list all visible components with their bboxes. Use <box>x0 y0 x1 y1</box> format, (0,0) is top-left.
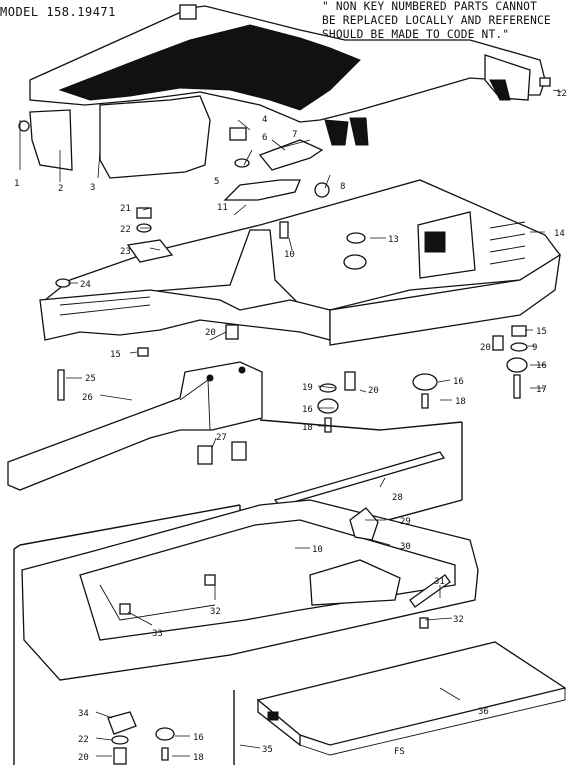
callout-8: 8 <box>340 182 345 192</box>
callout-2: 2 <box>58 184 63 194</box>
callout-15b: 15 <box>110 350 121 360</box>
case-lid <box>256 641 567 756</box>
footer-code: FS <box>394 747 405 757</box>
callout-13: 13 <box>388 235 399 245</box>
callout-18a: 18 <box>455 397 466 407</box>
callout-20b: 20 <box>205 328 216 338</box>
callout-25: 25 <box>85 374 96 384</box>
callout-31: 31 <box>434 577 445 587</box>
callout-18b: 18 <box>302 423 313 433</box>
callout-26: 26 <box>82 393 93 403</box>
callout-7: 7 <box>292 130 297 140</box>
callout-28: 28 <box>392 493 403 503</box>
callout-22b: 22 <box>78 735 89 745</box>
foot-hardware-lower <box>107 711 175 765</box>
parts-note: " NON KEY NUMBERED PARTS CANNOT BE REPLA… <box>322 0 576 42</box>
callout-30: 30 <box>400 542 411 552</box>
callout-17: 17 <box>536 385 547 395</box>
callout-12: 12 <box>556 89 567 99</box>
callout-numbers: 1 2 3 4 5 6 7 8 9 10 11 12 13 14 15 15 1… <box>14 89 567 763</box>
callout-32a: 32 <box>453 615 464 625</box>
machine-head <box>18 4 546 179</box>
callout-21: 21 <box>120 204 131 214</box>
small-hardware-upper <box>55 77 551 357</box>
note-line-1: " NON KEY NUMBERED PARTS CANNOT <box>322 0 537 13</box>
callout-14: 14 <box>554 229 565 239</box>
callout-4: 4 <box>262 115 267 125</box>
callout-16b: 16 <box>453 377 464 387</box>
callout-16c: 16 <box>302 405 313 415</box>
callout-5: 5 <box>214 177 219 187</box>
callout-6: 6 <box>262 133 267 143</box>
note-line-3: SHOULD BE MADE TO CODE NT." <box>322 28 510 41</box>
callout-1: 1 <box>14 179 19 189</box>
leader-lines <box>19 89 563 757</box>
arm-bracket <box>7 361 263 491</box>
callout-11: 11 <box>217 203 228 213</box>
base-casting <box>39 179 561 346</box>
callout-34: 34 <box>78 709 89 719</box>
model-label: MODEL 158.19471 <box>0 5 116 19</box>
callout-32b: 32 <box>210 607 221 617</box>
callout-20a: 20 <box>480 343 491 353</box>
callout-27: 27 <box>216 433 227 443</box>
callout-10b: 10 <box>312 545 323 555</box>
callout-36: 36 <box>478 707 489 717</box>
callout-35: 35 <box>262 745 273 755</box>
carrying-case-base <box>21 499 479 681</box>
callout-22a: 22 <box>120 225 131 235</box>
callout-16d: 16 <box>193 733 204 743</box>
callout-29: 29 <box>400 517 411 527</box>
callout-33: 33 <box>152 629 163 639</box>
hinge-rod <box>273 451 446 507</box>
callout-3: 3 <box>90 183 95 193</box>
callout-20d: 20 <box>78 753 89 763</box>
callout-20c: 20 <box>368 386 379 396</box>
callout-16a: 16 <box>536 361 547 371</box>
callout-24: 24 <box>80 280 91 290</box>
callout-15a: 15 <box>536 327 547 337</box>
callout-23: 23 <box>120 247 131 257</box>
feet-hardware-right <box>57 324 528 433</box>
callout-10a: 10 <box>284 250 295 260</box>
callout-18c: 18 <box>193 753 204 763</box>
note-line-2: BE REPLACED LOCALLY AND REFERENCE <box>322 14 551 27</box>
callout-19: 19 <box>302 383 313 393</box>
callout-9: 9 <box>532 343 537 353</box>
